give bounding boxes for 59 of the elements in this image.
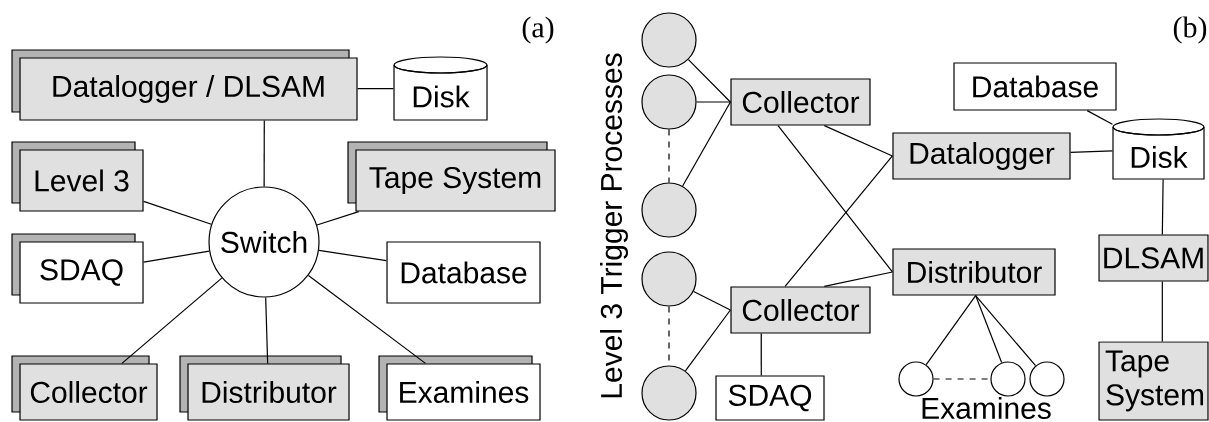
axis-label: Level 3 Trigger Processes [600, 53, 628, 398]
process-circle [641, 365, 697, 421]
connector-line [357, 88, 394, 90]
connector-line [696, 101, 731, 103]
disk-cylinder: Disk [1112, 118, 1205, 180]
process-circle [641, 182, 697, 238]
connector-line [823, 271, 893, 287]
process-box: Collector [730, 78, 871, 126]
connector-line [823, 125, 893, 157]
process-box: Tape System [347, 141, 556, 212]
connector-line [925, 295, 977, 366]
connector-line [784, 155, 893, 287]
examine-circle [898, 361, 934, 397]
process-box: Collector [730, 286, 871, 334]
process-box: Level 3 [11, 141, 144, 212]
process-circle [641, 12, 697, 68]
panel-label: (a) [522, 16, 554, 44]
connector-line [760, 333, 762, 376]
dashed-line [668, 306, 670, 366]
connector-line [682, 101, 731, 187]
connector-line [265, 296, 269, 364]
connector-line [1070, 150, 1113, 154]
connector-line [1161, 281, 1163, 342]
group-label: Examines [922, 397, 1051, 419]
process-box: Tape System [1098, 341, 1209, 421]
connector-line [1086, 110, 1113, 125]
connector-line [143, 250, 210, 263]
connector-line [975, 295, 1037, 367]
connector-line [687, 59, 731, 103]
connector-line [263, 120, 265, 187]
database-box: Database [386, 241, 541, 304]
process-box: Examines [378, 355, 541, 421]
connector-line [1161, 179, 1164, 235]
process-circle [641, 74, 697, 130]
process-box: Datalogger [892, 132, 1071, 180]
process-box: DLSAM [1098, 234, 1209, 282]
connector-line [318, 249, 387, 262]
process-box: Datalogger / DLSAM [11, 49, 358, 121]
connector-line [121, 277, 223, 364]
examine-circle [990, 361, 1026, 397]
connector-line [777, 125, 893, 273]
dashed-line [933, 378, 991, 380]
process-box: SDAQ [715, 375, 825, 421]
connector-line [307, 274, 427, 364]
connector-line [316, 211, 360, 226]
panel-label: (b) [1173, 16, 1207, 44]
connector-line [143, 200, 212, 225]
process-box: SDAQ [11, 233, 144, 304]
connector-line [684, 309, 731, 372]
dashed-line [668, 129, 670, 183]
process-box: Distributor [179, 355, 350, 421]
examine-circle [1029, 361, 1065, 397]
database-box: Database [953, 62, 1117, 111]
disk-cylinder: Disk [393, 56, 488, 121]
connector-line [693, 290, 731, 311]
process-circle [641, 251, 697, 307]
process-box: Collector [11, 355, 158, 421]
process-box: Distributor [892, 248, 1056, 296]
connector-line [975, 295, 1003, 364]
